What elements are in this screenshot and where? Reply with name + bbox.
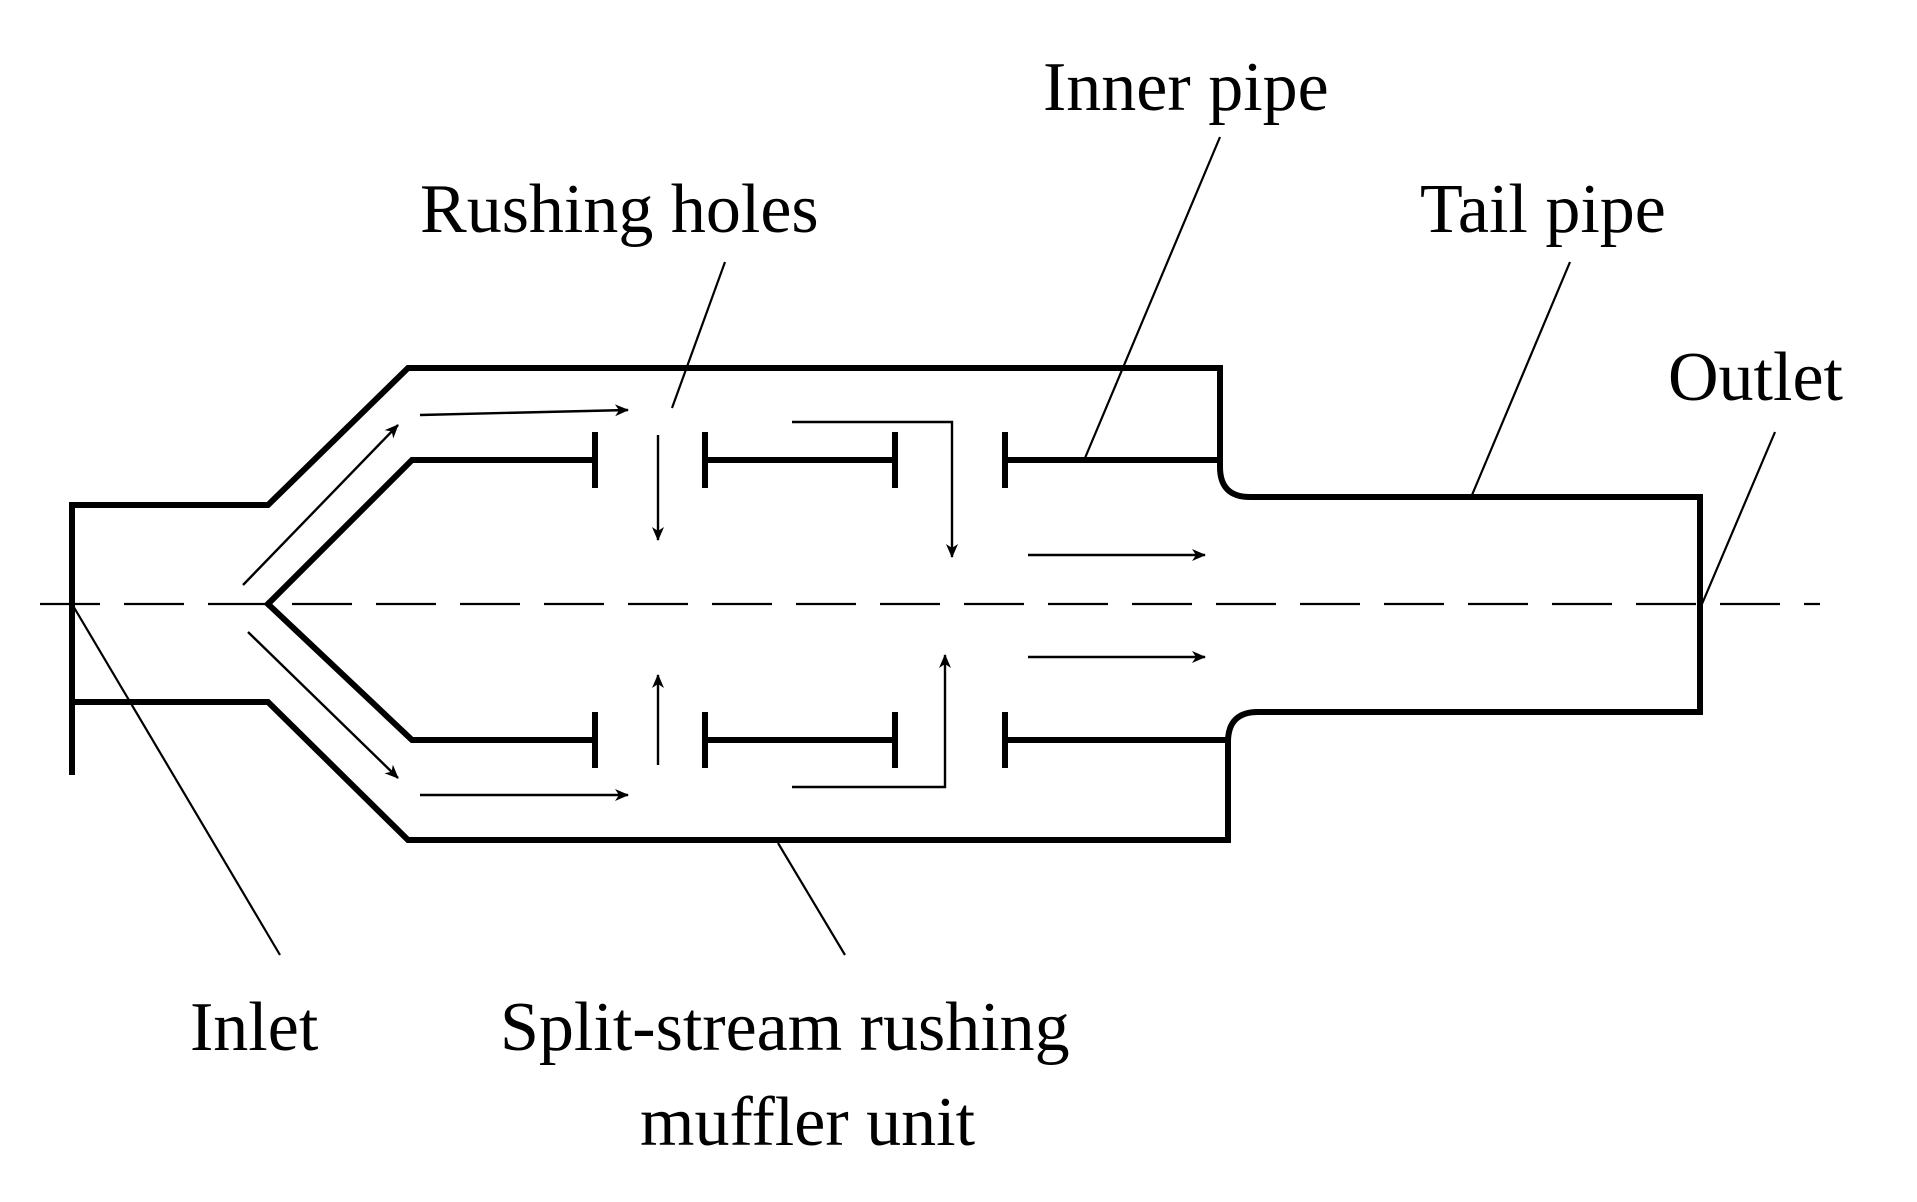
leader-inlet: [71, 603, 281, 956]
inner-cone-lower: [263, 599, 598, 743]
label-tail-pipe: Tail pipe: [1420, 171, 1666, 248]
label-inlet: Inlet: [190, 989, 319, 1066]
leader-unit: [777, 842, 846, 956]
flow-arrow-cone-upper: [242, 424, 399, 586]
label-rushing-holes: Rushing holes: [420, 171, 819, 248]
label-inner-pipe: Inner pipe: [1043, 49, 1329, 126]
inner-cone-upper: [263, 457, 598, 609]
label-unit-line1: Split-stream rushing: [500, 989, 1070, 1066]
outer-shell-bottom: [69, 502, 1703, 843]
outer-shell-top: [69, 365, 1703, 775]
flow-arrow-cone-lower: [247, 631, 399, 779]
leader-inner-pipe: [1083, 136, 1222, 459]
label-outlet: Outlet: [1668, 339, 1844, 416]
flow-arrow-hole2-down: [792, 420, 958, 558]
leader-outlet: [1700, 431, 1777, 605]
leader-tail-pipe: [1470, 261, 1572, 496]
leader-rushing-holes: [670, 261, 727, 409]
flow-arrow-upper-annulus: [419, 404, 629, 417]
label-unit-line2: muffler unit: [640, 1084, 976, 1161]
flow-arrow-hole2-up: [792, 654, 951, 789]
